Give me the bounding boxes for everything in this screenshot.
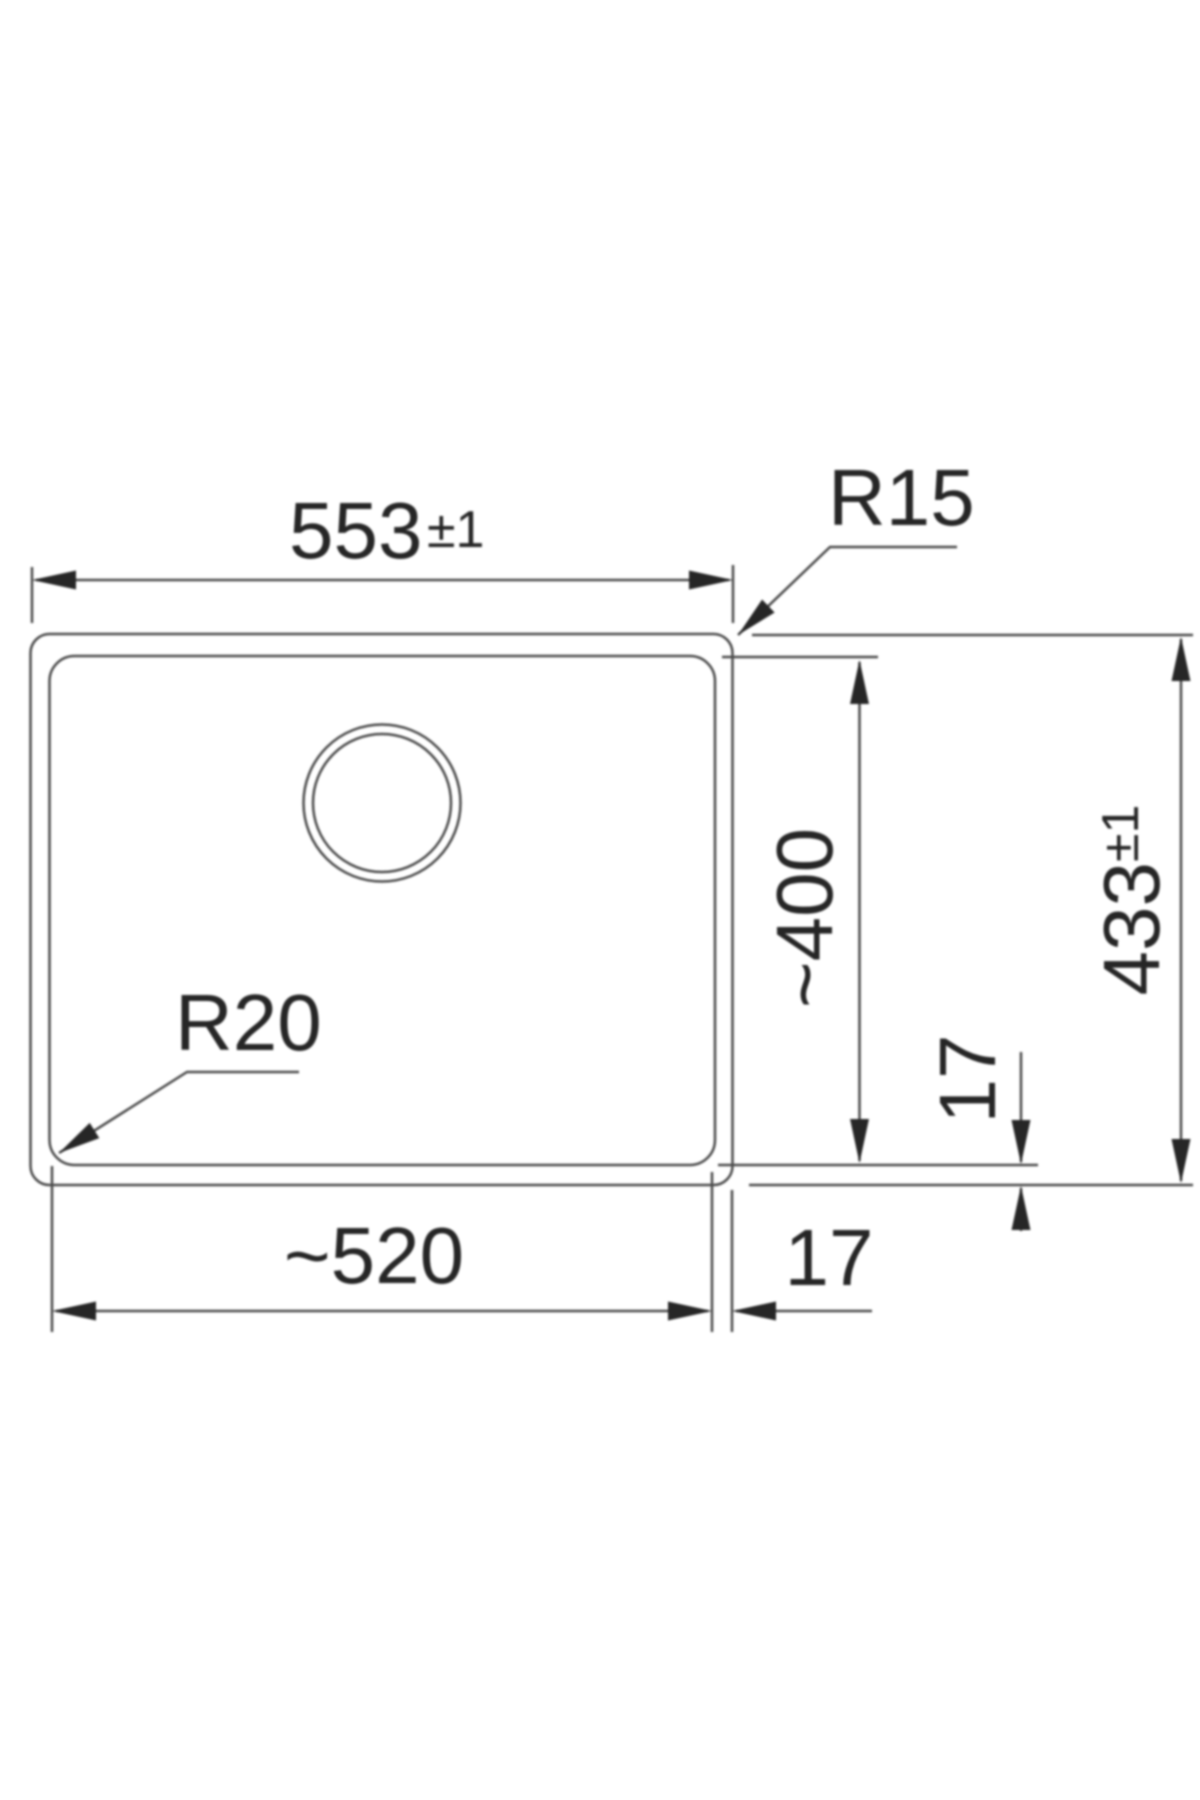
svg-text:R20: R20 xyxy=(175,978,322,1067)
svg-text:17: 17 xyxy=(785,1213,874,1302)
svg-text:~520: ~520 xyxy=(284,1211,464,1300)
svg-text:R15: R15 xyxy=(828,453,975,542)
svg-text:433±1: 433±1 xyxy=(1087,805,1176,996)
svg-text:553: 553 xyxy=(289,486,422,575)
svg-text:17: 17 xyxy=(923,1035,1012,1124)
svg-text:~400: ~400 xyxy=(760,828,849,1008)
svg-text:±1: ±1 xyxy=(427,501,484,559)
